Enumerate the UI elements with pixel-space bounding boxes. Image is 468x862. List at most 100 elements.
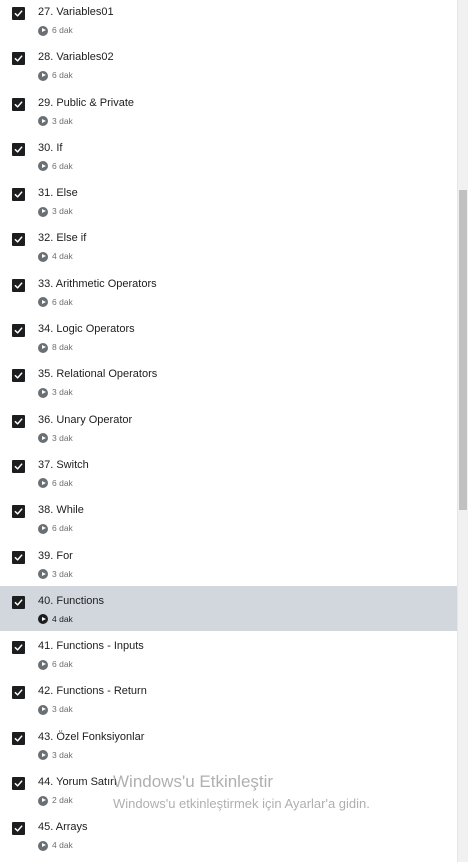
lecture-duration: 6 dak [52,477,73,488]
lecture-duration: 6 dak [52,659,73,670]
lecture-item-active[interactable]: 40. Functions 4 dak [0,585,457,632]
lecture-title: 42. Functions - Return [38,685,147,698]
lecture-item[interactable]: 33. Arithmetic Operators 6 dak [0,269,457,314]
play-circle-icon [38,569,48,580]
play-circle-icon [38,614,48,625]
checkbox-checked-icon[interactable] [12,641,25,655]
lecture-meta: 3 dak [38,116,73,127]
lecture-item[interactable]: 44. Yorum Satırı 2 dak [0,767,457,812]
checkbox-checked-icon[interactable] [12,369,25,383]
lecture-duration: 6 dak [52,25,73,35]
lecture-meta: 3 dak [38,433,73,444]
play-circle-icon [38,297,48,308]
checkbox-checked-icon[interactable] [12,188,25,202]
lecture-title: 40. Functions [38,594,105,607]
play-circle-icon [38,659,48,670]
lecture-item[interactable]: 29. Public & Private 3 dak [0,88,457,133]
lecture-title: 31. Else [38,187,78,200]
checkbox-checked-icon[interactable] [12,7,25,20]
lecture-meta: 3 dak [38,704,73,715]
checkbox-checked-icon[interactable] [12,324,25,338]
checkbox-checked-icon[interactable] [12,142,25,156]
lecture-meta: 3 dak [38,750,73,761]
lecture-item[interactable]: 30. If 6 dak [0,133,457,178]
lecture-duration: 6 dak [52,70,73,81]
lecture-meta: 8 dak [38,342,73,353]
lecture-item[interactable]: 36. Unary Operator 3 dak [0,405,457,450]
lecture-duration: 4 dak [52,251,73,262]
lecture-item[interactable]: 43. Özel Fonksiyonlar 3 dak [0,722,457,767]
checkbox-checked-icon[interactable] [12,505,25,519]
lecture-item[interactable]: 45. Arrays 4 dak [0,812,457,857]
lecture-meta: 2 dak [38,795,73,806]
lecture-meta: 4 dak [38,251,73,262]
play-circle-icon [38,161,48,172]
lecture-meta: 6 dak [38,297,73,308]
lecture-meta: 4 dak [38,614,73,625]
checkbox-checked-icon[interactable] [12,731,25,745]
play-circle-icon [38,750,48,761]
play-circle-icon [38,478,48,489]
lecture-title: 38. While [38,504,84,517]
lecture-meta: 6 dak [38,659,73,670]
lecture-duration: 6 dak [52,160,73,171]
checkbox-checked-icon[interactable] [12,414,25,428]
play-circle-icon [38,433,48,444]
checkbox-checked-icon[interactable] [12,822,25,836]
play-circle-icon [38,25,48,36]
lecture-item[interactable]: 31. Else 3 dak [0,178,457,223]
lecture-list: 27. Variables01 6 dak 28. Variables02 6 dak… [0,0,457,857]
lecture-title: 33. Arithmetic Operators [38,277,157,290]
lecture-title: 29. Public & Private [38,96,134,109]
scrollbar-thumb[interactable] [459,190,467,510]
lecture-title: 28. Variables02 [38,51,114,64]
checkbox-checked-icon[interactable] [12,777,25,791]
checkbox-checked-icon[interactable] [12,52,25,66]
lecture-duration: 3 dak [52,432,73,443]
play-circle-icon [38,795,48,806]
lecture-duration: 3 dak [52,206,73,217]
checkbox-checked-icon[interactable] [12,550,25,564]
lecture-item[interactable]: 32. Else if 4 dak [0,223,457,268]
lecture-meta: 6 dak [38,523,73,534]
lecture-item[interactable]: 35. Relational Operators 3 dak [0,359,457,404]
lecture-title: 37. Switch [38,458,89,471]
lecture-title: 36. Unary Operator [38,413,133,426]
lecture-meta: 3 dak [38,569,73,580]
checkbox-checked-icon[interactable] [12,595,25,609]
lecture-item[interactable]: 27. Variables01 6 dak [0,0,457,42]
lecture-item[interactable]: 42. Functions - Return 3 dak [0,676,457,721]
checkbox-checked-icon[interactable] [12,278,25,292]
lecture-title: 34. Logic Operators [38,323,135,336]
lecture-title: 43. Özel Fonksiyonlar [38,730,145,743]
lecture-title: 44. Yorum Satırı [38,776,117,789]
lecture-title: 32. Else if [38,232,87,245]
checkbox-checked-icon[interactable] [12,686,25,700]
lecture-meta: 4 dak [38,840,73,851]
checkbox-checked-icon[interactable] [12,459,25,473]
scrollbar[interactable] [458,0,468,862]
lecture-item[interactable]: 38. While 6 dak [0,495,457,540]
play-circle-icon [38,840,48,851]
lecture-title: 35. Relational Operators [38,368,158,381]
lecture-meta: 6 dak [38,70,73,81]
lecture-duration: 3 dak [52,387,73,398]
play-circle-icon [38,387,48,398]
play-circle-icon [38,70,48,81]
lecture-title: 30. If [38,141,63,154]
lecture-duration: 3 dak [52,115,73,126]
lecture-meta: 6 dak [38,478,73,489]
lecture-title: 45. Arrays [38,821,88,834]
lecture-title: 27. Variables01 [38,6,114,18]
play-circle-icon [38,523,48,534]
lecture-duration: 4 dak [52,840,73,851]
lecture-item[interactable]: 28. Variables02 6 dak [0,42,457,87]
lecture-meta: 6 dak [38,25,73,36]
lecture-item[interactable]: 37. Switch 6 dak [0,450,457,495]
play-circle-icon [38,206,48,217]
checkbox-checked-icon[interactable] [12,97,25,111]
checkbox-checked-icon[interactable] [12,233,25,247]
lecture-item[interactable]: 34. Logic Operators 8 dak [0,314,457,359]
